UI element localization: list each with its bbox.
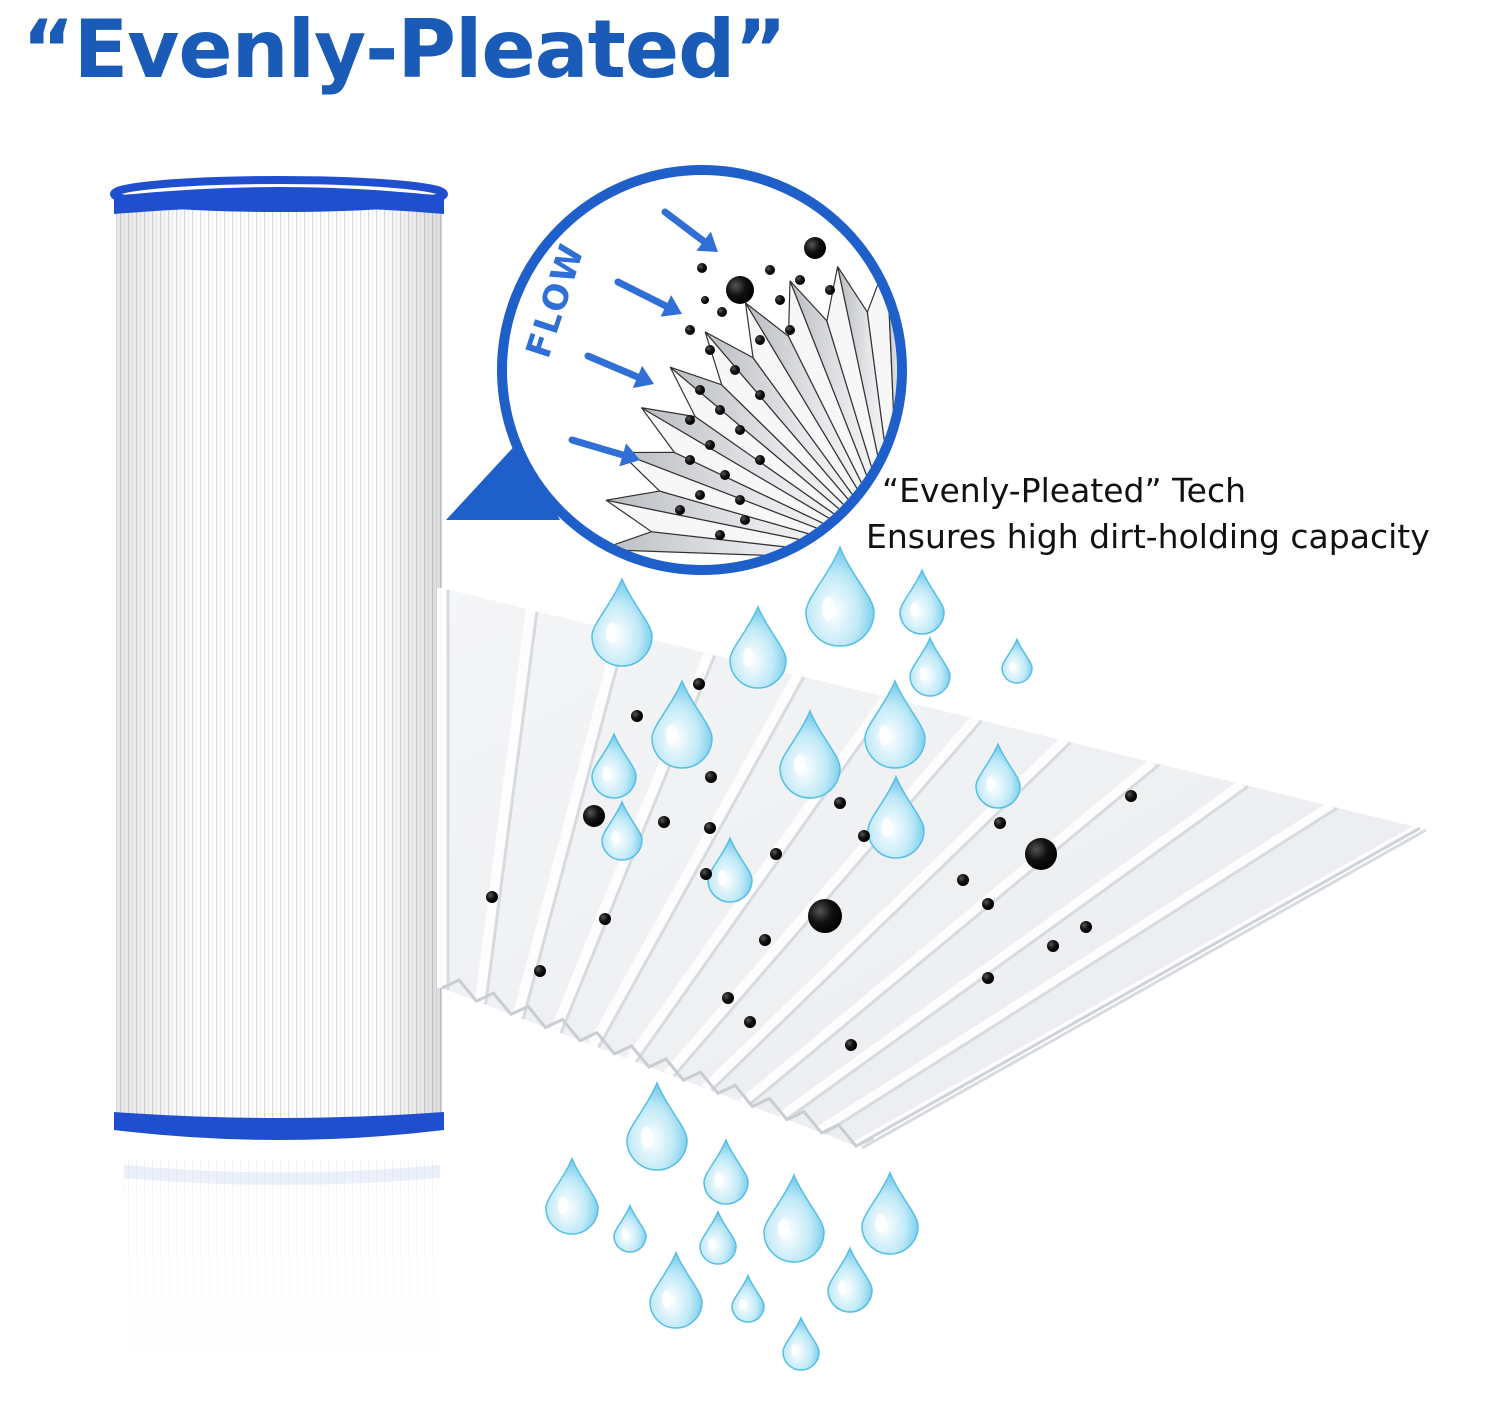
water-drop-icon xyxy=(651,679,713,769)
caption-line-2: Ensures high dirt-holding capacity xyxy=(866,517,1430,556)
dirt-particle-icon xyxy=(982,972,994,984)
water-drop-icon xyxy=(867,774,925,859)
water-drop-icon xyxy=(601,800,643,861)
water-drop-icon xyxy=(909,636,951,697)
dirt-particle-icon xyxy=(1080,921,1092,933)
dirt-particle-icon xyxy=(957,874,969,886)
water-drop-icon xyxy=(545,1156,599,1235)
dirt-particle-icon xyxy=(845,1039,857,1051)
water-drop-icon xyxy=(864,679,926,769)
flow-arrow-icon xyxy=(614,278,670,310)
dirt-particle-icon xyxy=(759,934,771,946)
water-drop-icon xyxy=(707,836,753,903)
water-drop-icon xyxy=(861,1170,919,1255)
flow-arrow-icon xyxy=(584,352,641,381)
water-drop-icon xyxy=(729,604,787,689)
water-drop-icon xyxy=(699,1209,737,1265)
dirt-particle-icon xyxy=(534,965,546,977)
dirt-particle-icon xyxy=(704,822,716,834)
dirt-particles xyxy=(486,678,1137,1051)
dirt-particle-icon xyxy=(982,898,994,910)
flow-arrow-icon xyxy=(568,436,627,459)
water-drop-icon xyxy=(731,1273,765,1323)
dirt-particle-icon xyxy=(1125,790,1137,802)
dirt-particle-icon xyxy=(1047,940,1059,952)
water-drop-icon xyxy=(703,1138,749,1205)
water-drop-icon xyxy=(899,568,945,635)
dirt-particle-icon xyxy=(599,913,611,925)
water-drop-icon xyxy=(649,1250,703,1329)
water-drop-icon xyxy=(591,732,637,799)
dirt-particle-icon xyxy=(693,678,705,690)
dirt-particle-icon xyxy=(658,816,670,828)
water-drop-icon xyxy=(827,1246,873,1313)
dirt-particle-icon xyxy=(631,710,643,722)
dirt-particle-icon xyxy=(486,891,498,903)
water-drop-icon xyxy=(779,709,841,799)
dirt-particle-icon xyxy=(834,797,846,809)
filter-cartridge xyxy=(110,176,448,1140)
dirt-particle-icon xyxy=(705,771,717,783)
water-drop-icon xyxy=(591,577,653,667)
water-drop-icon xyxy=(763,1173,825,1263)
caption-line-1: “Evenly-Pleated” Tech xyxy=(882,471,1246,510)
water-drops xyxy=(545,545,1033,1371)
dirt-particle-icon xyxy=(1025,838,1057,870)
cartridge-reflection xyxy=(118,1150,448,1408)
top-rim xyxy=(110,176,448,212)
dirt-particle-icon xyxy=(858,830,870,842)
water-drop-icon xyxy=(782,1315,820,1371)
dirt-particle-icon xyxy=(583,805,605,827)
water-drop-icon xyxy=(1001,637,1033,684)
feature-caption: “Evenly-Pleated” Tech Ensures high dirt-… xyxy=(866,468,1496,560)
dirt-particle-icon xyxy=(700,868,712,880)
dirt-particle-icon xyxy=(744,1016,756,1028)
dirt-particle-icon xyxy=(994,817,1006,829)
dirt-particle-icon xyxy=(770,848,782,860)
water-drop-icon xyxy=(805,545,875,647)
dirt-particle-icon xyxy=(808,899,842,933)
headline-title: “Evenly-Pleated” xyxy=(22,3,787,96)
water-drop-icon xyxy=(975,742,1021,809)
water-drop-icon xyxy=(613,1203,647,1253)
water-drop-icon xyxy=(626,1081,688,1171)
dirt-particle-icon xyxy=(722,992,734,1004)
flow-arrow-icon xyxy=(661,208,708,245)
bottom-rim xyxy=(114,1112,444,1140)
